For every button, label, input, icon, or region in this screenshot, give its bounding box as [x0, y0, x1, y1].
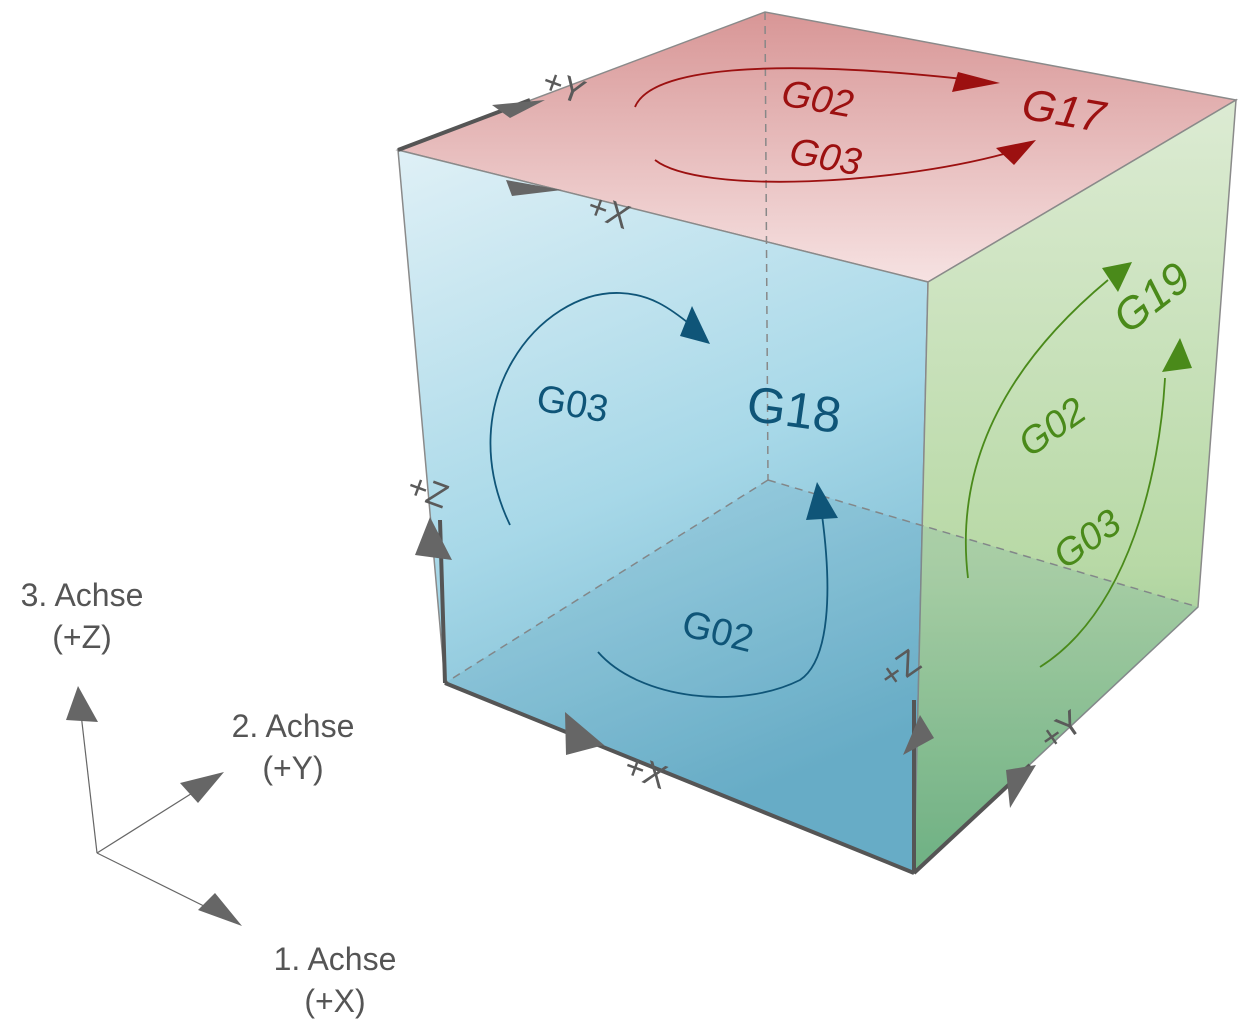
legend-y-arrow: [180, 772, 224, 803]
front-z-arrow: [415, 517, 452, 560]
g19-arc-left: [964, 279, 1109, 579]
g17-arrow-lower: [996, 140, 1036, 165]
legend-axis3-name: 3. Achse: [21, 577, 144, 613]
g18-arc-lower: [597, 514, 829, 698]
top-y-arrow: [492, 100, 545, 118]
legend-x-line: [96, 852, 223, 916]
right-z-arrow: [903, 715, 934, 755]
g17-arc-lower: [654, 149, 1019, 183]
plane-g17: G02 G03 G17: [634, 67, 1110, 184]
g18-plane-label: G18: [743, 375, 844, 444]
g18-arrow-lower: [806, 482, 838, 520]
legend-axis1-sign: (+X): [304, 983, 365, 1019]
g17-arrow-upper: [952, 72, 1000, 92]
plane-g18: G03 G02 G18: [489, 292, 845, 698]
legend-x-arrow: [198, 893, 242, 926]
legend-axis2-sign: (+Y): [262, 750, 323, 786]
edge-front-bottom: [444, 681, 915, 875]
g19-arc-right: [1039, 377, 1166, 668]
g19-arrow-left: [1102, 262, 1132, 292]
cube: [395, 11, 1239, 875]
legend-z-line: [79, 704, 98, 854]
front-x-arrow: [565, 712, 604, 755]
legend-axis1-name: 1. Achse: [274, 941, 397, 977]
legend-z-arrow: [66, 686, 98, 722]
legend-y-line: [96, 784, 206, 854]
hidden-edge-right: [767, 479, 1199, 608]
top-x-arrow: [506, 180, 562, 196]
g18-arc-upper: [489, 292, 693, 526]
legend-axis2-name: 2. Achse: [232, 708, 355, 744]
legend-axis3-sign: (+Z): [52, 619, 112, 655]
g17-arc-upper: [634, 67, 991, 108]
axis-legend: 3. Achse (+Z) 2. Achse (+Y) 1. Achse (+X…: [21, 577, 397, 1019]
g18-arrow-upper: [680, 306, 710, 344]
g19-arrow-right: [1162, 338, 1192, 372]
hidden-edge-left: [444, 479, 769, 684]
right-y-arrow: [1006, 765, 1036, 808]
